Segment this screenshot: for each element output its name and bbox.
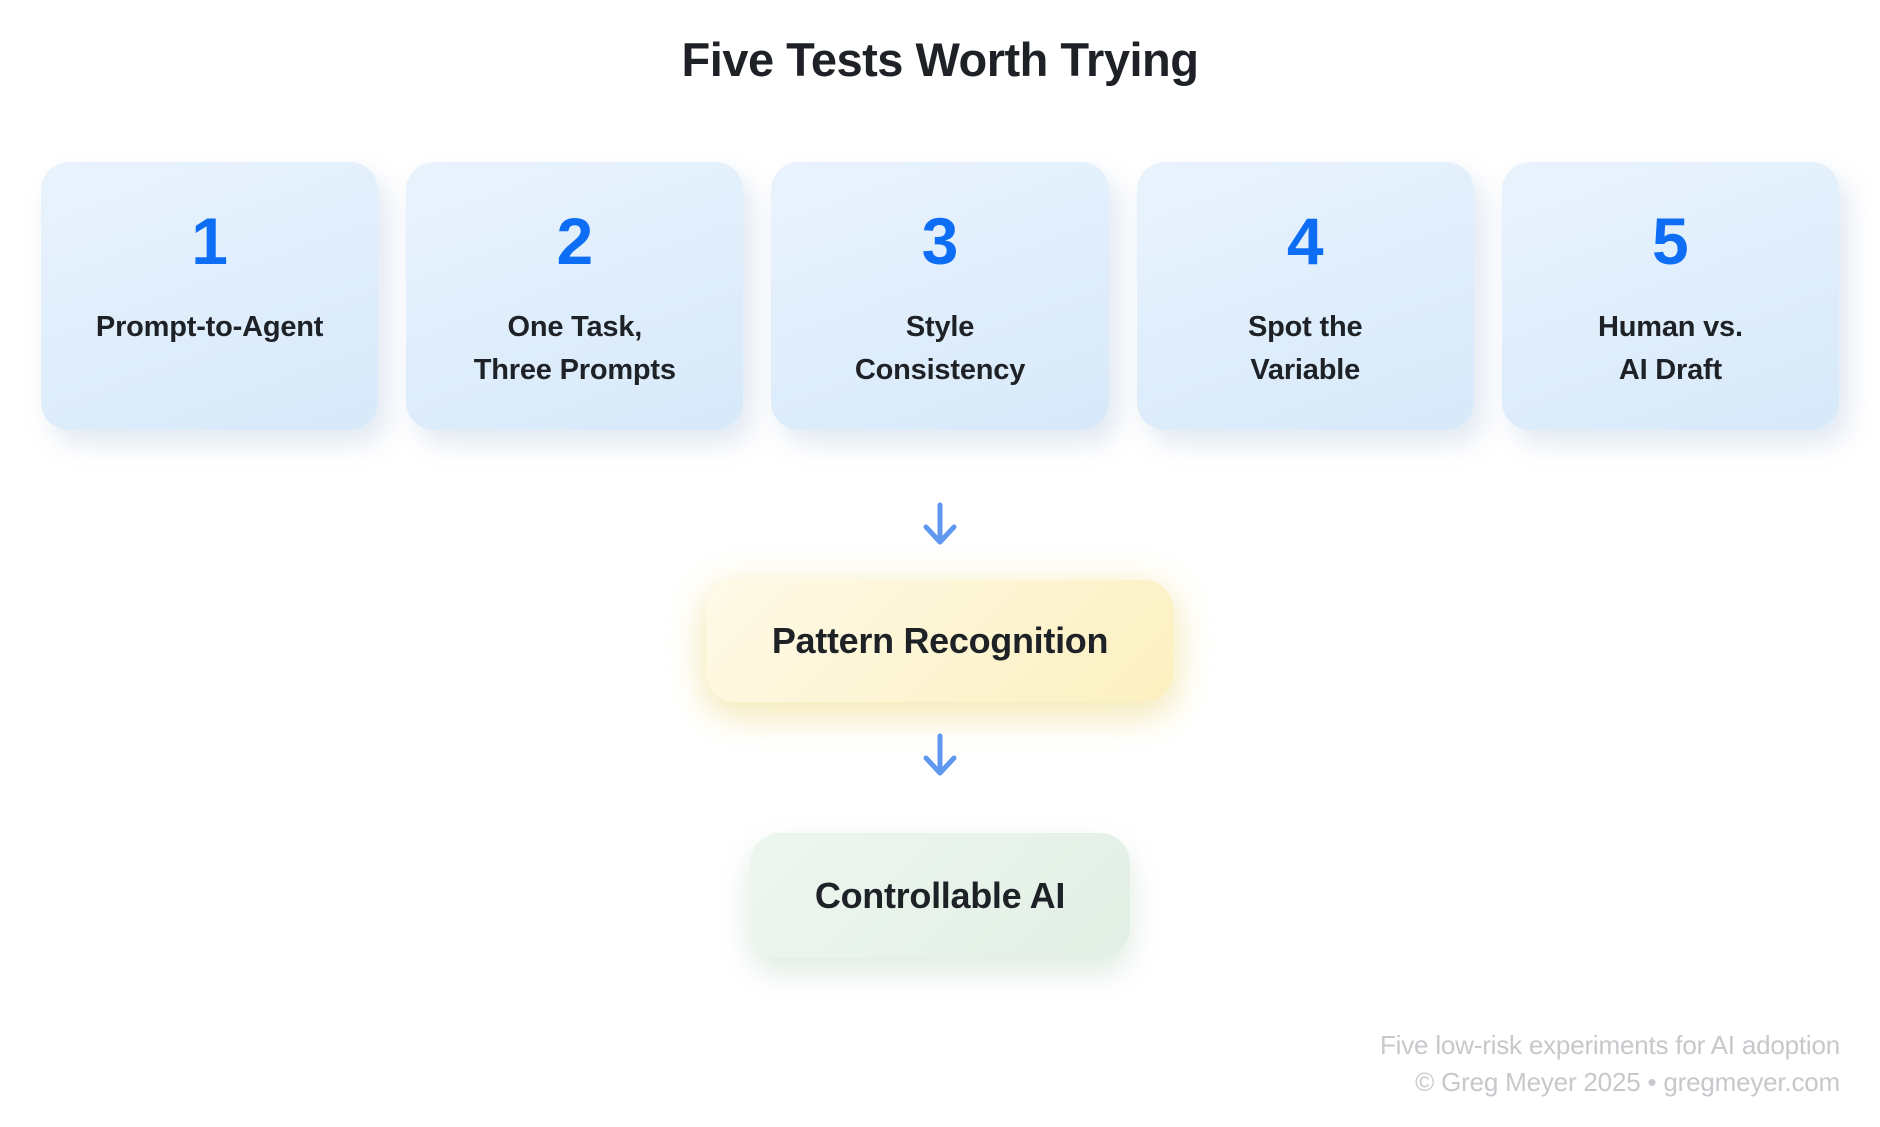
step-label-line: Consistency [854, 354, 1026, 386]
step-label: Style Consistency [771, 306, 1108, 392]
step-label: One Task, Three Prompts [406, 306, 743, 392]
step-number: 5 [1652, 204, 1689, 278]
step-label-line: Prompt-to-Agent [95, 311, 324, 343]
step-label-line: Human vs. [1597, 311, 1743, 343]
footer-copyright: © Greg Meyer 2025 • gregmeyer.com [1415, 1067, 1840, 1097]
step-number: 2 [556, 204, 594, 278]
step-label: Prompt-to-Agent [41, 306, 378, 349]
step-label-line: Style [905, 311, 975, 343]
step-number: 1 [191, 204, 228, 278]
step-cards-row: 1 Prompt-to-Agent 2 One Task, Three Prom… [41, 162, 1840, 430]
step-card-1: 1 Prompt-to-Agent [41, 162, 379, 430]
step-label-line: One Task, [507, 311, 643, 343]
step-card-5: 5 Human vs. AI Draft [1501, 162, 1840, 430]
footer-subtitle: Five low-risk experiments for AI adoptio… [1380, 1030, 1840, 1060]
step-label: Human vs. AI Draft [1502, 306, 1839, 392]
step-card-4: 4 Spot the Variable [1136, 162, 1474, 430]
step-card-3: 3 Style Consistency [771, 162, 1109, 430]
step-number: 3 [921, 204, 959, 278]
attribution-footer: Five low-risk experiments for AI adoptio… [1380, 1027, 1840, 1101]
step-label-line: AI Draft [1618, 354, 1722, 386]
down-arrow-icon [923, 733, 957, 776]
pattern-recognition-box: Pattern Recognition [706, 580, 1174, 702]
step-label: Spot the Variable [1137, 306, 1474, 392]
down-arrow-icon [923, 502, 957, 545]
pattern-recognition-label: Pattern Recognition [771, 620, 1109, 661]
step-label-line: Three Prompts [473, 354, 676, 386]
step-label-line: Spot the [1248, 311, 1363, 343]
controllable-ai-label: Controllable AI [814, 874, 1066, 916]
page-title: Five Tests Worth Trying [681, 33, 1199, 86]
controllable-ai-box: Controllable AI [750, 833, 1130, 958]
step-label-line: Variable [1250, 354, 1361, 386]
step-number: 4 [1286, 204, 1324, 278]
step-card-2: 2 One Task, Three Prompts [406, 162, 744, 430]
